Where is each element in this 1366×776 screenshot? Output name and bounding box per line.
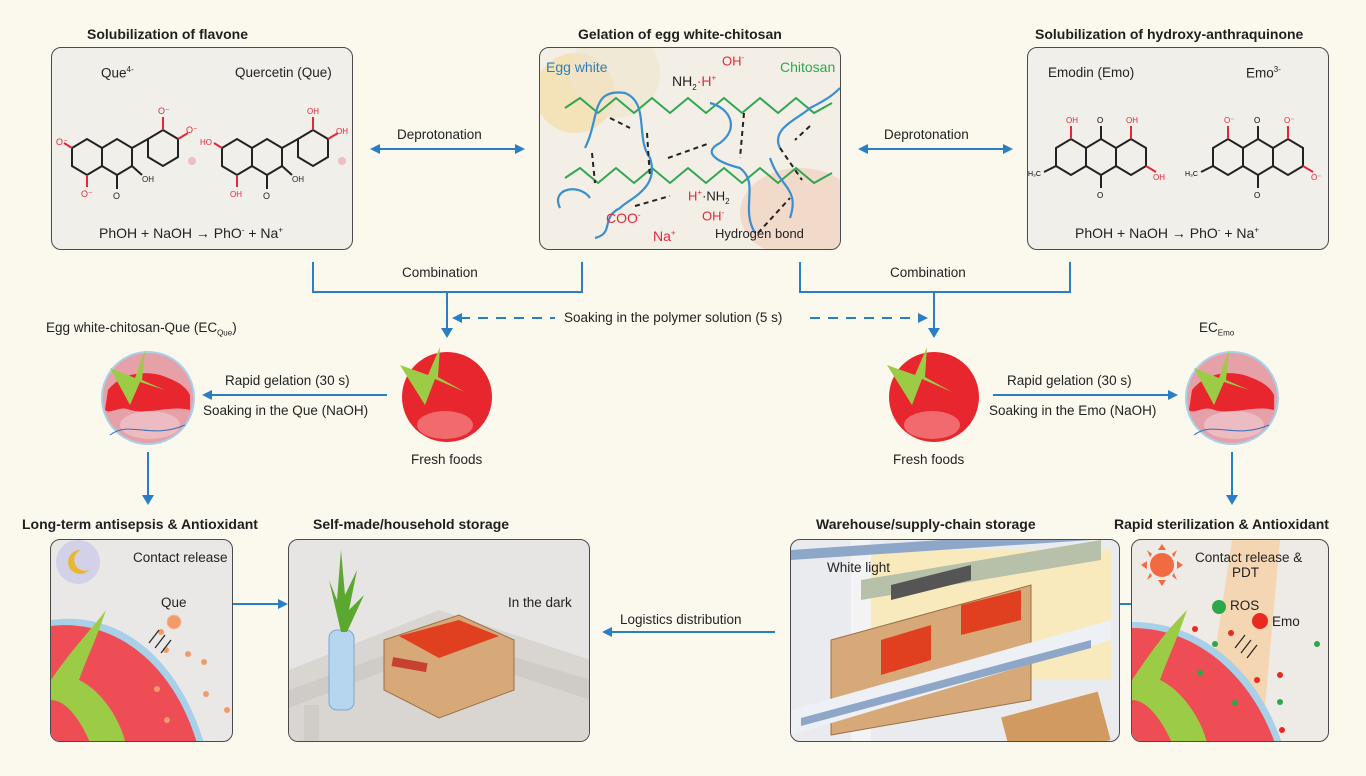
- svg-text:O⁻: O⁻: [1224, 116, 1234, 125]
- gelation-panel: Egg white Chitosan NH2·H+ OH- H+·NH2 OH-…: [539, 47, 841, 250]
- h-nh2-bottom-label: H+·NH2: [688, 188, 730, 206]
- que-label: Que: [161, 595, 187, 610]
- fresh-foods-right-label: Fresh foods: [893, 452, 965, 467]
- svg-text:O⁻: O⁻: [158, 106, 170, 116]
- svg-text:O: O: [1254, 116, 1260, 125]
- logistics-label: Logistics distribution: [620, 612, 742, 627]
- gelation-title: Gelation of egg white-chitosan: [578, 26, 782, 42]
- emodin-molecule-icon: OH OH OH O O H₃C: [1028, 116, 1165, 200]
- que4-label: Que4-: [101, 65, 134, 81]
- deprotonation-right-label: Deprotonation: [884, 127, 969, 142]
- flavone-panel: Que4- Quercetin (Que) O⁻ O⁻ O⁻ O⁻ O OH: [51, 47, 353, 250]
- ec-que-label: Egg white-chitosan-Que (ECQue): [46, 320, 237, 338]
- fresh-foods-left-label: Fresh foods: [411, 452, 483, 467]
- que-particle-icon: [166, 614, 182, 630]
- emo-label: Emo: [1272, 614, 1300, 629]
- emo3-label: Emo3-: [1246, 65, 1281, 81]
- sun-icon: [1141, 544, 1183, 586]
- deprotonation-left-label: Deprotonation: [397, 127, 482, 142]
- right-soaking-label: Soaking in the Emo (NaOH): [989, 403, 1157, 418]
- svg-text:OH: OH: [292, 175, 304, 184]
- white-light-icon: [891, 565, 971, 600]
- svg-text:OH: OH: [1126, 116, 1138, 125]
- quercetin-molecule-icon: HO OH OH OH O OH: [200, 107, 348, 201]
- emodin-label: Emodin (Emo): [1048, 65, 1135, 80]
- flavone-equation: PhOH + NaOH → PhO- + Na+: [99, 225, 283, 241]
- nh2-h-top-label: NH2·H+: [672, 73, 717, 92]
- contact-release-que-label: Contact release: [133, 550, 228, 565]
- right-gelation-label: Rapid gelation (30 s): [1007, 373, 1132, 388]
- ros-label: ROS: [1230, 598, 1260, 613]
- combination-right-label: Combination: [890, 265, 966, 280]
- svg-text:O⁻: O⁻: [1311, 173, 1321, 182]
- coated-tomato-emo-icon: [1185, 350, 1279, 445]
- warehouse-title: Warehouse/supply-chain storage: [816, 516, 1036, 532]
- svg-text:OH: OH: [1153, 173, 1165, 182]
- svg-text:OH: OH: [307, 107, 319, 116]
- household-illustration: [289, 550, 589, 741]
- que4-molecule-icon: O⁻ O⁻ O⁻ O⁻ O OH: [56, 106, 198, 201]
- svg-text:O: O: [1097, 191, 1103, 200]
- svg-text:OH: OH: [1066, 116, 1078, 125]
- emo-icon: [1252, 613, 1268, 629]
- contact-release-pdt-label: Contact release &: [1195, 550, 1303, 565]
- svg-text:O: O: [1254, 191, 1260, 200]
- na-label: Na+: [653, 228, 676, 244]
- in-the-dark-label: In the dark: [508, 595, 572, 610]
- household-panel: In the dark: [288, 539, 590, 742]
- svg-text:OH: OH: [230, 190, 242, 199]
- left-gelation-label: Rapid gelation (30 s): [225, 373, 350, 388]
- coated-tomato-que-icon: [101, 350, 195, 445]
- svg-text:O⁻: O⁻: [56, 137, 68, 147]
- warehouse-illustration: [791, 540, 1111, 741]
- soaking-polymer-label: Soaking in the polymer solution (5 s): [564, 310, 783, 325]
- sterilization-illustration: [1132, 540, 1320, 741]
- svg-text:HO: HO: [200, 138, 212, 147]
- svg-text:O: O: [263, 191, 270, 201]
- sterilization-panel: Contact release & PDT ROS Emo: [1131, 539, 1329, 742]
- left-soaking-label: Soaking in the Que (NaOH): [203, 403, 369, 418]
- svg-text:H₃C: H₃C: [1028, 171, 1041, 178]
- svg-text:O: O: [1097, 116, 1103, 125]
- svg-text:O⁻: O⁻: [1284, 116, 1294, 125]
- deprotonation-left-arrow: [370, 144, 525, 154]
- antisepsis-panel: Contact release Que: [50, 539, 233, 742]
- oh-bottom-label: OH-: [702, 208, 725, 224]
- ec-emo-label: ECEmo: [1199, 320, 1235, 338]
- coo-label: COO-: [606, 210, 641, 226]
- anthraquinone-equation: PhOH + NaOH → PhO- + Na+: [1075, 225, 1259, 241]
- ros-icon: [1212, 600, 1226, 614]
- gelation-network-icon: [540, 48, 840, 249]
- svg-text:O⁻: O⁻: [186, 125, 198, 135]
- hydrogen-bond-label: Hydrogen bond: [715, 226, 804, 241]
- svg-text:OH: OH: [142, 175, 154, 184]
- svg-text:H₃C: H₃C: [1185, 171, 1198, 178]
- antisepsis-illustration: [51, 540, 230, 741]
- chitosan-label: Chitosan: [780, 59, 836, 75]
- svg-text:OH: OH: [336, 127, 348, 136]
- svg-text:O: O: [113, 191, 120, 201]
- household-title: Self-made/household storage: [313, 516, 510, 532]
- deprotonation-right-arrow: [858, 144, 1013, 154]
- anthraquinone-title: Solubilization of hydroxy-anthraquinone: [1035, 26, 1304, 42]
- antisepsis-title: Long-term antisepsis & Antioxidant: [22, 516, 258, 532]
- egg-white-label: Egg white: [546, 59, 608, 75]
- vase-icon: [328, 629, 355, 711]
- warehouse-panel: White light: [790, 539, 1120, 742]
- quercetin-label: Quercetin (Que): [235, 65, 332, 80]
- plant-icon: [329, 550, 364, 632]
- fresh-tomato-left-icon: [400, 347, 492, 442]
- white-light-label: White light: [827, 560, 891, 575]
- svg-text:O⁻: O⁻: [81, 189, 93, 199]
- sterilization-title: Rapid sterilization & Antioxidant: [1114, 516, 1329, 532]
- combination-left-label: Combination: [402, 265, 478, 280]
- pdt-label: PDT: [1232, 565, 1259, 580]
- fresh-tomato-right-icon: [887, 347, 979, 442]
- anthraquinone-panel: Emodin (Emo) Emo3- OH OH OH O O H₃C O⁻ O⁻ O⁻…: [1027, 47, 1329, 250]
- moon-icon: [68, 549, 89, 574]
- flavone-title: Solubilization of flavone: [87, 26, 248, 42]
- oh-top-label: OH-: [722, 53, 745, 69]
- emo3-molecule-icon: O⁻ O⁻ O⁻ O O H₃C: [1185, 116, 1321, 200]
